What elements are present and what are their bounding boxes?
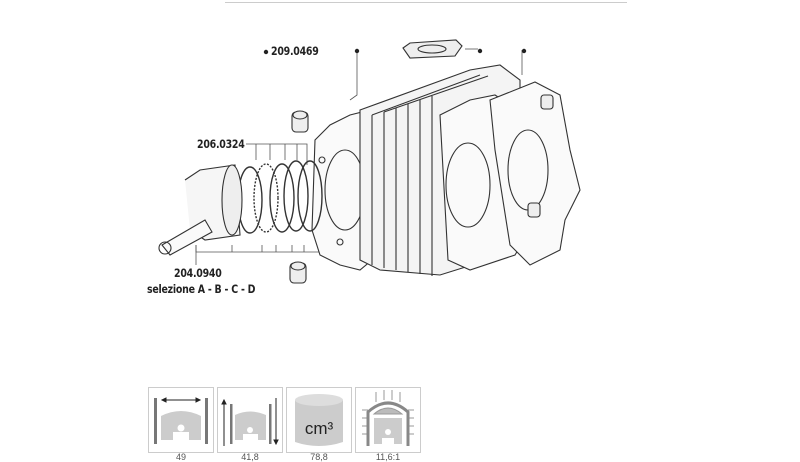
stroke-icon <box>221 398 279 446</box>
top-divider <box>225 2 627 3</box>
piston-selection-label: selezione A - B - C - D <box>147 282 256 296</box>
svg-text:cm³: cm³ <box>305 419 334 438</box>
displacement-icon: cm³ <box>295 394 343 446</box>
piston-code-label: 204.0940 <box>174 266 222 280</box>
compression-value: 11,6:1 <box>375 452 401 462</box>
stroke-value: 41,8 <box>241 452 259 462</box>
bore-value: 49 <box>175 452 186 462</box>
rings-code-label: 206.0324 <box>197 137 245 151</box>
compression-spec <box>355 387 421 453</box>
exploded-cylinder-diagram <box>158 39 581 284</box>
displacement-spec: cm³ <box>286 387 352 453</box>
dowel-pins <box>289 110 309 284</box>
displacement-value: 78,8 <box>310 452 328 462</box>
compression-ratio-icon <box>362 390 414 446</box>
stroke-spec <box>217 387 283 453</box>
leader-lines <box>195 48 523 265</box>
bore-spec <box>148 387 214 453</box>
callout-dots <box>263 48 527 55</box>
bore-icon <box>154 397 208 444</box>
gasket-code-label: 209.0469 <box>271 44 319 58</box>
